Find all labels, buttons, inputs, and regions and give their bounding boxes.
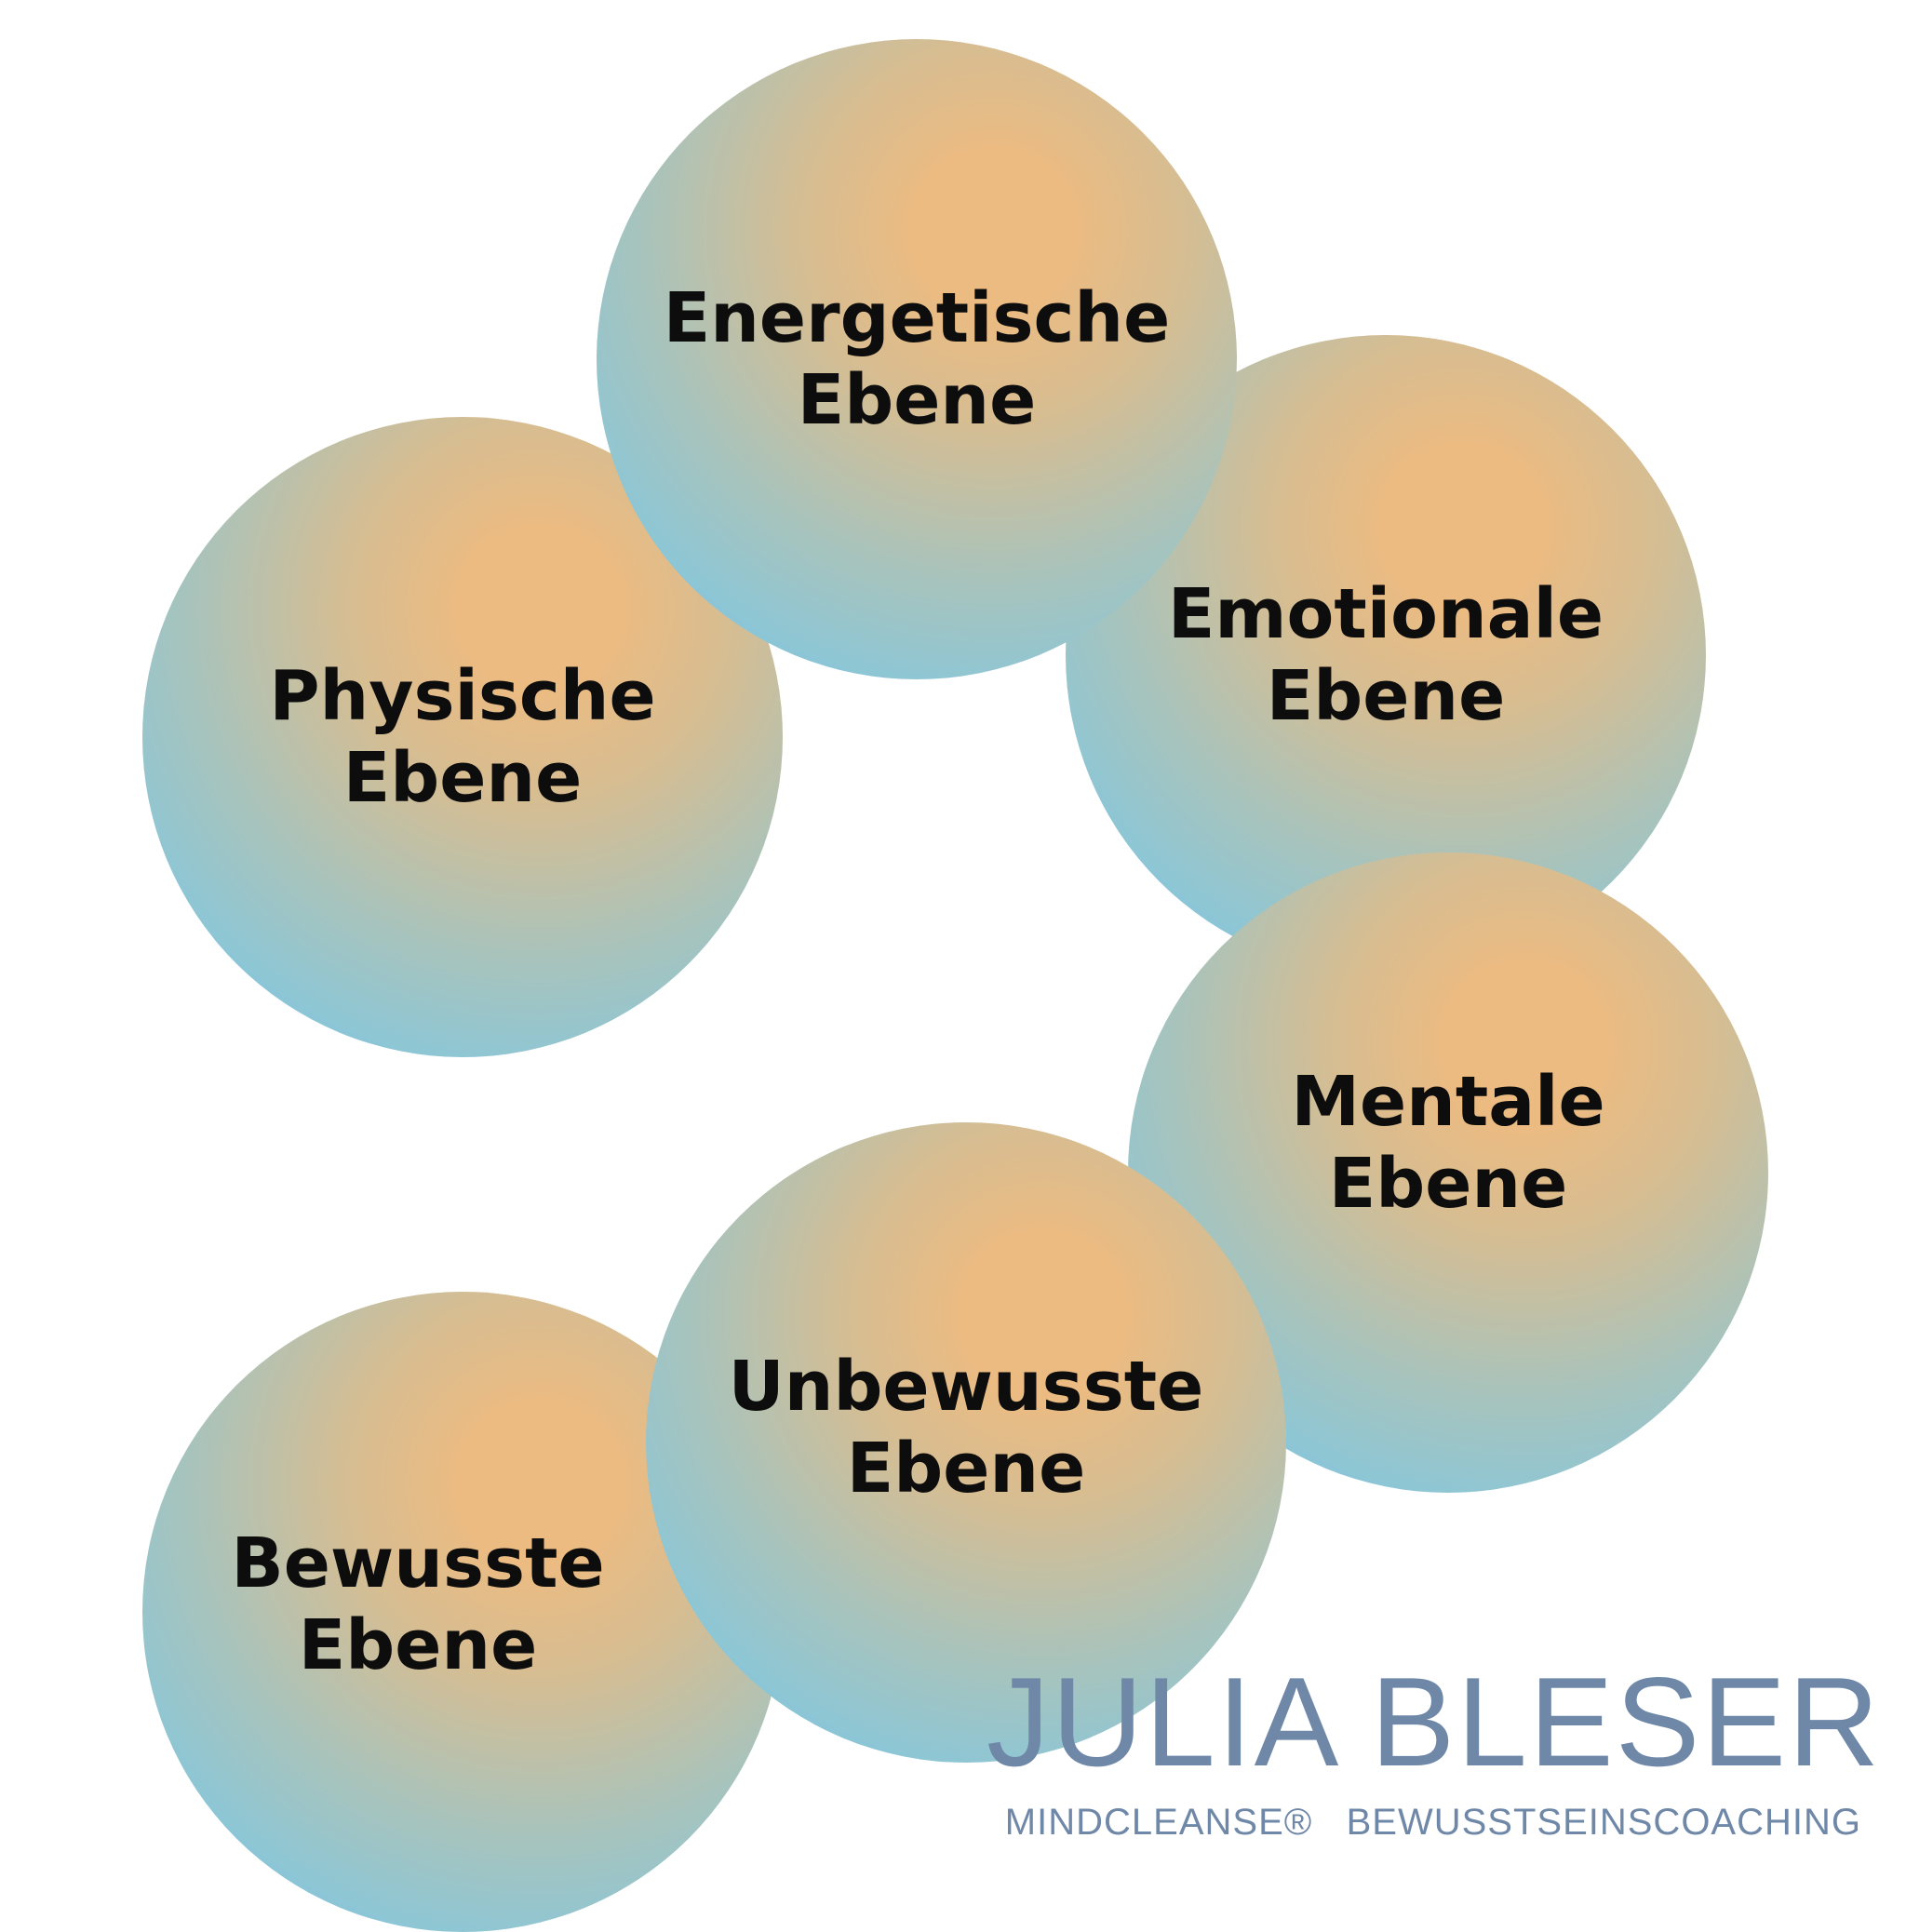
label-line-1: Physische [269,656,656,736]
label-line-1: Emotionale [1167,574,1604,654]
label-line-1: Mentale [1291,1062,1605,1142]
label-line-2: Ebene [298,1605,538,1685]
circle-energetische-ebene: Energetische Ebene [597,39,1237,679]
label-line-2: Ebene [797,360,1037,440]
logo-brand: MINDCLEANSE® [1004,1802,1313,1843]
circle-label: Unbewusste Ebene [646,1346,1286,1509]
circle-label: Emotionale Ebene [1066,573,1706,737]
label-line-2: Ebene [1328,1144,1568,1224]
circle-unbewusste-ebene: Unbewusste Ebene [646,1122,1286,1763]
label-line-2: Ebene [846,1429,1086,1509]
label-line-1: Unbewusste [728,1347,1204,1427]
circle-label: Bewusste Ebene [98,1523,738,1686]
label-line-2: Ebene [1266,656,1506,736]
label-line-1: Energetische [663,278,1171,358]
logo-subtitle: MINDCLEANSE® BEWUSSTSEINSCOACHING [987,1800,1861,1845]
label-line-2: Ebene [342,738,583,818]
logo-name: JULIA BLESER [987,1651,1882,1792]
logo-tagline: BEWUSSTSEINSCOACHING [1346,1802,1861,1843]
brand-logo: JULIA BLESER MINDCLEANSE® BEWUSSTSEINSCO… [987,1651,1882,1845]
circle-label: Mentale Ebene [1128,1061,1768,1225]
circle-label: Energetische Ebene [597,277,1237,441]
circle-mentale-ebene: Mentale Ebene [1128,852,1768,1493]
circle-label: Physische Ebene [142,655,783,819]
label-line-1: Bewusste [231,1523,605,1603]
